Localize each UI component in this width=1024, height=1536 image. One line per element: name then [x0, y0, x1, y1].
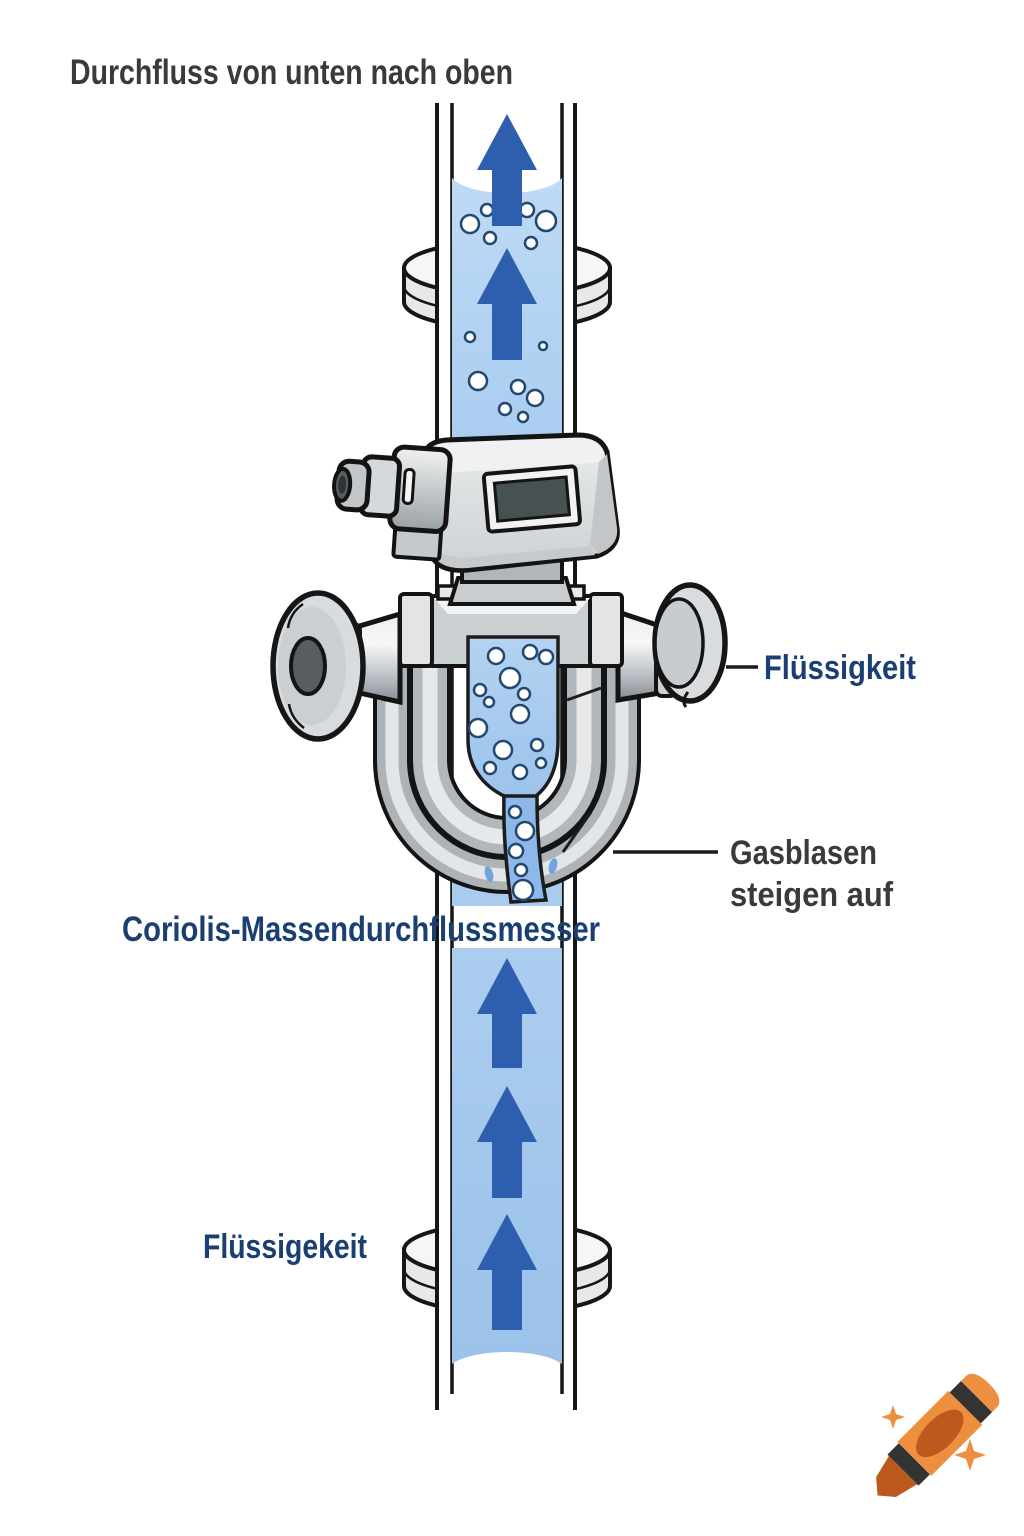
label-coriolis-meter: Coriolis-Massendurchflussmesser: [122, 910, 600, 949]
sparkle-icon: [881, 1405, 905, 1429]
sparkle-icon: [954, 1439, 986, 1471]
meter-liquid-column: [466, 635, 560, 904]
up-arrow-icon: [477, 958, 537, 1068]
gas-bubbles-tube: [507, 804, 536, 902]
up-arrow-icon: [477, 1214, 537, 1330]
splash-left: [484, 866, 494, 882]
gas-bubbles-meter: [467, 643, 555, 781]
down-flow-tube: [502, 794, 549, 904]
right-process-connection: [615, 582, 728, 708]
label-gasblasen-line2: steigen auf: [730, 876, 894, 914]
transmitter-head: [421, 432, 620, 573]
gas-bubbles-upper-pipe: [459, 201, 558, 424]
up-arrow-icon: [477, 248, 537, 360]
display-screen: [492, 475, 572, 523]
crayon-logo-icon: [876, 1373, 1000, 1497]
up-arrow-icon: [477, 114, 537, 226]
diagram-title: Durchfluss von unten nach oben: [70, 53, 513, 92]
label-fluessigekeit-bottom: Flüssigekeit: [203, 1228, 367, 1266]
splash-right: [548, 858, 558, 874]
left-process-connection: [270, 590, 403, 742]
label-gasblasen-line1: Gasblasen: [730, 834, 877, 872]
up-arrow-icon: [477, 1086, 537, 1198]
flow-arrows: [477, 114, 537, 1330]
cable-gland: [332, 444, 453, 562]
label-fluessigkeit: Flüssigkeit: [764, 649, 916, 687]
transmitter-display: [481, 464, 582, 534]
